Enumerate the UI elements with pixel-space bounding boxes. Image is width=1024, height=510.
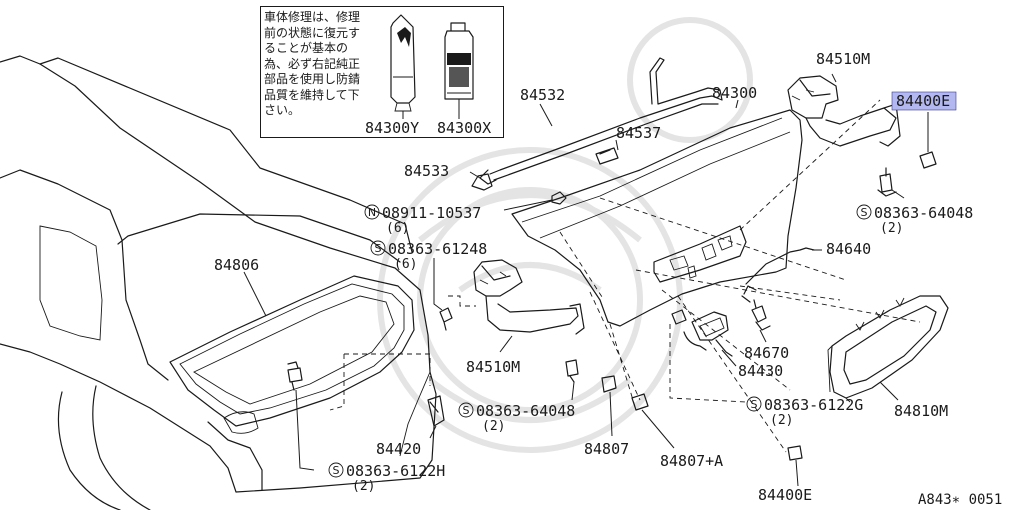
s-prefix-64048-right: S [861,206,868,219]
qty-6122h: (2) [352,479,375,494]
label-84430: 84430 [738,362,783,380]
bolt-64048-mid [565,359,579,401]
part-84400e-bottom [787,445,803,487]
label-84420: 84420 [376,440,421,458]
label-84300: 84300 [712,84,757,102]
part-84640-rod [741,247,822,303]
s-prefix-circle-64048-right [856,204,872,220]
part-84533 [469,171,493,191]
label-84400e-bottom: 84400E [758,486,812,504]
s-prefix-circle-61248 [370,240,386,256]
s-prefix-circle-6122h [328,462,344,478]
label-6122h: 08363-6122H [346,462,445,480]
label-61248: 08363-61248 [388,240,487,258]
label-84300x: 84300X [437,119,491,137]
bolt-6122h [287,361,315,471]
s-prefix-circle-64048-mid [458,402,474,418]
spray-can-icon [444,22,474,100]
qty-64048-right: (2) [880,221,903,236]
label-84510m-mid: 84510M [466,358,520,376]
car-body [0,55,437,510]
n-prefix-08911: N [368,206,376,219]
qty-6122g: (2) [770,413,793,428]
diagram-reference: A843∗ 0051 [918,492,1002,508]
sealant-tube-icon [390,14,416,112]
s-prefix-circle-6122g [746,396,762,412]
part-84400e-top [919,112,937,169]
part-84670 [751,299,771,343]
label-84807: 84807 [584,440,629,458]
label-84670: 84670 [744,344,789,362]
s-prefix-6122h: S [333,464,340,477]
label-64048-right: 08363-64048 [874,204,973,222]
label-84533: 84533 [404,162,449,180]
leader-84532 [539,103,553,127]
label-84810m: 84810M [894,402,948,420]
nut-08911 [503,191,567,211]
leader-84806 [243,271,267,317]
label-84806: 84806 [214,256,259,274]
watermark-emblem [377,17,753,453]
rustproof-notice-box: 車体修理は、修理前の状態に復元することが基本の為、必ず右記純正部品を使用し防錆品… [260,6,504,138]
hinge-84510m-top [787,73,901,147]
label-6122g: 08363-6122G [764,396,863,414]
label-64048-mid: 08363-64048 [476,402,575,420]
trunk-lid-84300 [511,109,803,327]
label-84537: 84537 [616,124,661,142]
s-prefix-61248: S [375,242,382,255]
leader-84300 [735,99,739,109]
notice-text: 車体修理は、修理前の状態に復元することが基本の為、必ず右記純正部品を使用し防錆品… [264,10,361,117]
label-84532: 84532 [520,86,565,104]
s-prefix-6122g: S [751,398,758,411]
part-84532-rod [479,57,723,185]
label-84400e-top: 84400E [896,92,950,110]
part-84810m-garnish [827,295,949,403]
part-84537 [595,139,619,165]
qty-08911: (6) [386,221,409,236]
qty-64048-mid: (2) [482,419,505,434]
bolt-61248 [433,258,453,331]
label-84807a: 84807+A [660,452,723,470]
hinge-84510m-mid [473,259,585,353]
n-prefix-circle [364,204,380,220]
label-84510m-top: 84510M [816,50,870,68]
highlight-84400e-top [891,91,957,111]
qty-61248: (6) [394,257,417,272]
label-84300y: 84300Y [365,119,419,137]
bolt-64048-right [877,167,905,199]
callout-labels: 84532 84300 84510M 84400E 84537 84533 N … [214,50,1002,508]
s-prefix-64048-mid: S [463,404,470,417]
notice-products: 84300Y 84300X [365,14,491,137]
part-84807 [601,375,617,437]
part-84807a [631,393,675,449]
part-84430-lock [671,309,737,367]
label-84640: 84640 [826,240,871,258]
part-84420-clip [427,395,445,439]
label-08911: 08911-10537 [382,204,481,222]
